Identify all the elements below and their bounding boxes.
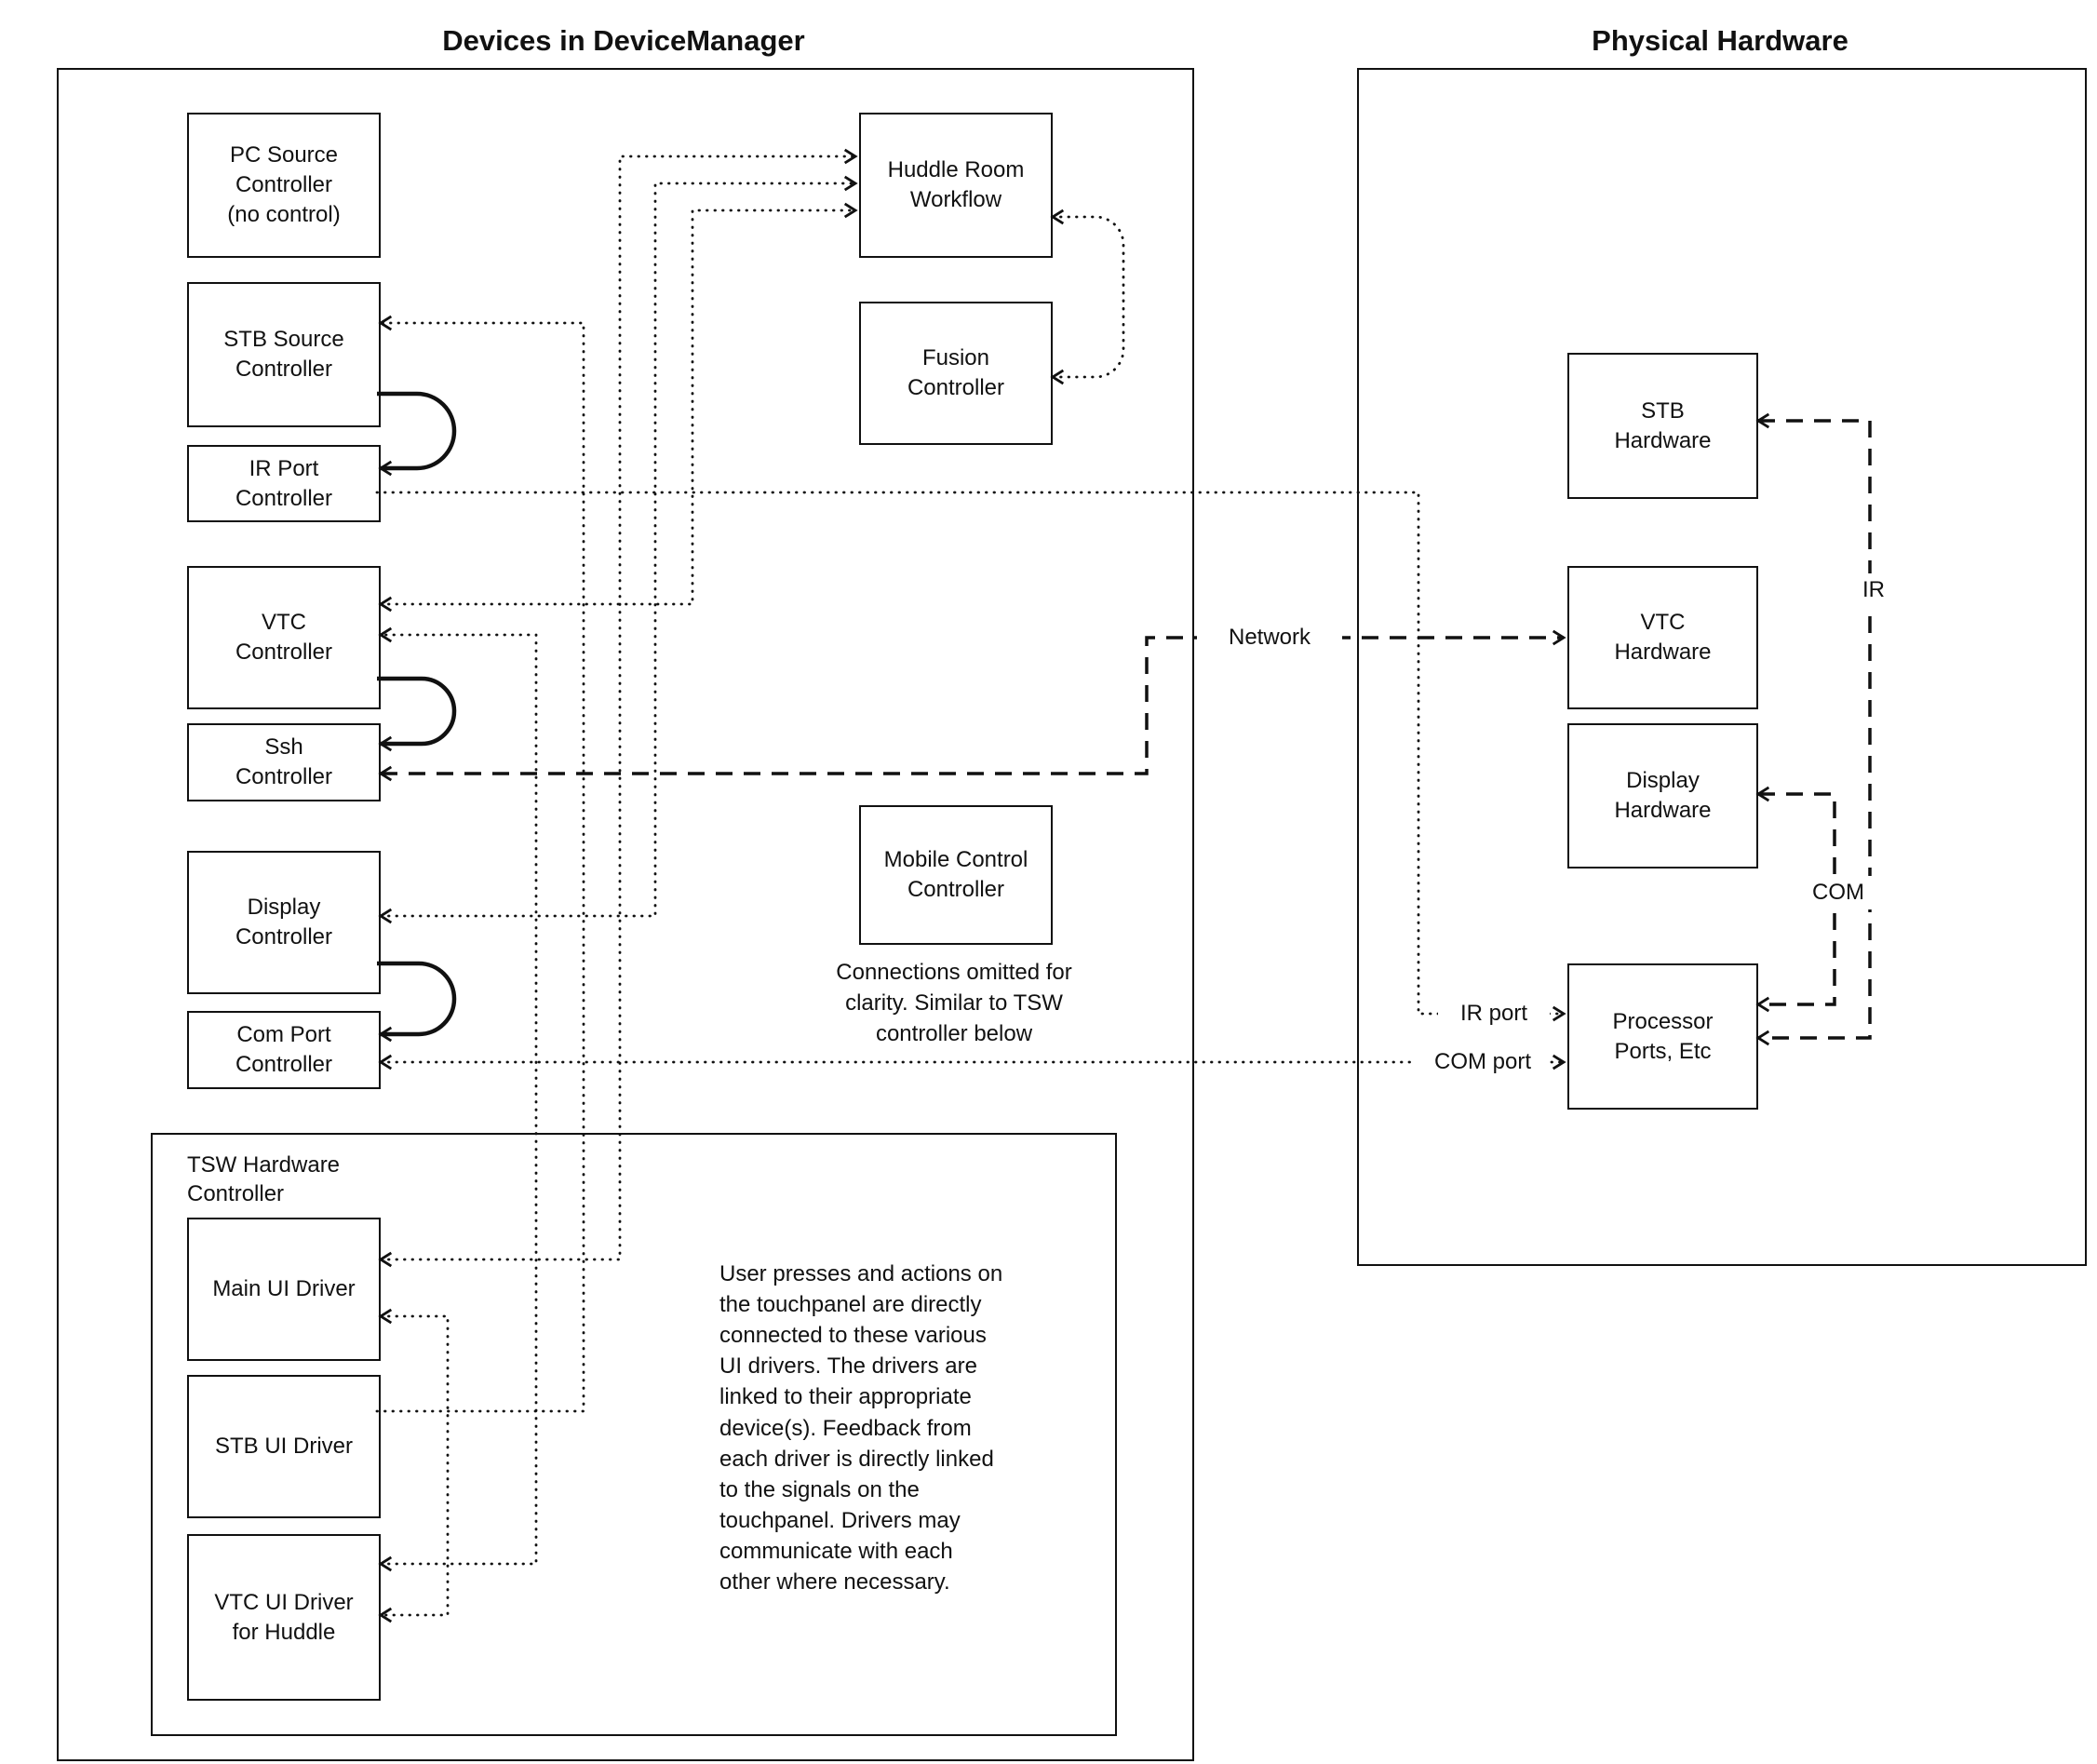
device-manager-title: Devices in DeviceManager: [442, 24, 805, 57]
processor-ports-node: Processor Ports, Etc: [1567, 963, 1758, 1110]
ir-port-edge-label: IR port: [1438, 997, 1550, 1030]
com-port-edge-label: COM port: [1416, 1045, 1550, 1079]
fusion-controller-node: Fusion Controller: [859, 302, 1053, 445]
network-edge-label: Network: [1197, 621, 1342, 654]
connections-omitted-note: Connections omitted for clarity. Similar…: [836, 960, 1072, 1047]
tsw-hardware-controller-label: TSW Hardware Controller: [187, 1152, 341, 1207]
tsw-description-note: User presses and actions on the touchpan…: [719, 1261, 1003, 1596]
display-controller-node: Display Controller: [187, 851, 381, 994]
main-ui-driver-node: Main UI Driver: [187, 1218, 381, 1361]
ssh-controller-node: Ssh Controller: [187, 723, 381, 801]
com-edge-label: COM: [1799, 876, 1877, 909]
com-port-controller-node: Com Port Controller: [187, 1011, 381, 1089]
display-hardware-node: Display Hardware: [1567, 723, 1758, 869]
pc-source-controller-node: PC Source Controller (no control): [187, 113, 381, 258]
stb-ui-driver-node: STB UI Driver: [187, 1375, 381, 1518]
huddle-room-workflow-node: Huddle Room Workflow: [859, 113, 1053, 258]
mobile-control-controller-node: Mobile Control Controller: [859, 805, 1053, 945]
vtc-ui-driver-node: VTC UI Driver for Huddle: [187, 1534, 381, 1701]
vtc-controller-node: VTC Controller: [187, 566, 381, 709]
stb-source-controller-node: STB Source Controller: [187, 282, 381, 427]
ir-port-controller-node: IR Port Controller: [187, 445, 381, 522]
stb-hardware-node: STB Hardware: [1567, 353, 1758, 499]
physical-hardware-title: Physical Hardware: [1592, 24, 1848, 57]
ir-edge-label: IR: [1848, 573, 1900, 607]
vtc-hardware-node: VTC Hardware: [1567, 566, 1758, 709]
